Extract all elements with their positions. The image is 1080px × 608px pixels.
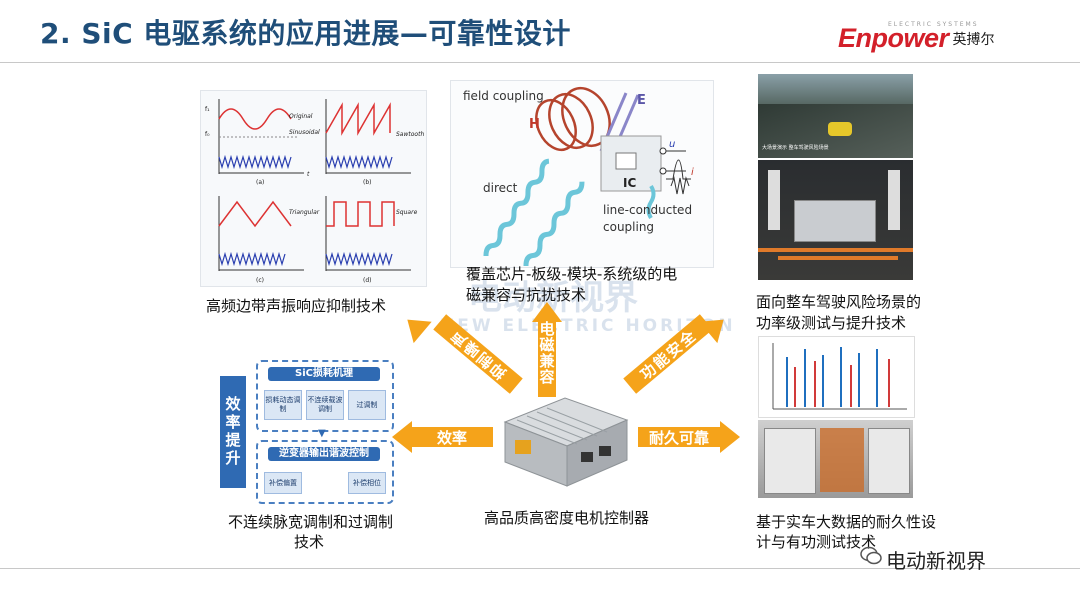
arrow-safety-head — [699, 308, 733, 344]
arrow-emc: 电磁兼容 — [538, 321, 556, 397]
test-cabinet-photo — [758, 420, 913, 498]
arrow-right-head — [720, 421, 740, 453]
durability-caption-line1: 基于实车大数据的耐久性设 — [756, 513, 937, 531]
arrow-efficiency: 效率 — [411, 427, 493, 447]
arrow-up-head — [532, 302, 562, 322]
page-title: 2. SiC 电驱系统的应用进展—可靠性设计 — [40, 17, 571, 50]
label-sawtooth: Sawtooth — [396, 131, 425, 138]
arrow-noise-head — [398, 308, 432, 344]
label-sub-a: (a) — [256, 179, 265, 186]
inverter-unit — [794, 200, 876, 242]
label-square: Square — [396, 209, 418, 216]
cell-offset-comp: 补偿偏置 — [264, 472, 302, 494]
label-direct: direct — [483, 181, 518, 195]
cell-overmodulation: 过调制 — [348, 390, 386, 420]
header-divider — [0, 62, 1080, 63]
rack-2 — [888, 170, 900, 230]
logo-tagline: ELECTRIC SYSTEMS — [888, 21, 979, 28]
label-u: u — [669, 139, 676, 150]
logo-wordmark: Enpower — [838, 23, 949, 53]
efficiency-bar: 效率提升 — [220, 376, 246, 488]
durability-caption-line2: 计与有功测试技术 — [756, 533, 877, 551]
waveform-diagram — [218, 99, 411, 271]
label-line-conducted: line-conducted — [603, 203, 693, 217]
logo-chinese-name: 英搏尔 — [952, 32, 995, 48]
watermark-en: NEW ELECTRIC HORIZON — [440, 316, 736, 336]
cable-2 — [778, 256, 898, 260]
cell-loss-dynamic: 损耗动态调制 — [264, 390, 302, 420]
durability-plot — [772, 343, 907, 410]
pwm-caption-line1: 不连续脉宽调制和过调制 — [228, 513, 394, 531]
sim-screen-text: 大场景演示 整车驾驶风险场景 — [762, 145, 829, 151]
label-H: H — [529, 117, 540, 132]
cabinet-left — [764, 428, 816, 494]
motor-controller-image — [495, 392, 635, 492]
rack-1 — [768, 170, 780, 230]
emc-caption-line2: 磁兼容与抗扰技术 — [466, 286, 587, 304]
waveform-figure: Original Sinusoidal Sawtooth Triangular … — [200, 90, 427, 287]
footer-divider — [0, 568, 1080, 569]
label-coupling: coupling — [603, 220, 655, 234]
axis-t: t — [307, 171, 310, 178]
label-sub-d: (d) — [363, 277, 372, 284]
cabinet-wiring — [820, 428, 864, 492]
sic-loss-heading: SiC损耗机理 — [268, 367, 380, 381]
waveform-caption: 高频边带声振响应抑制技术 — [206, 297, 387, 315]
enpower-logo: Enpower 英搏尔 — [838, 24, 995, 52]
durability-chart-image — [758, 336, 915, 418]
label-IC: IC — [623, 176, 637, 190]
cabinet-right — [868, 428, 910, 494]
driving-sim-photo: 大场景演示 整车驾驶风险场景 — [758, 74, 913, 158]
arrow-left-head — [392, 421, 412, 453]
emc-coupling-diagram — [483, 87, 691, 267]
arrow-durability: 耐久可靠 — [638, 427, 720, 447]
harmonic-control-box: 逆变器输出谐波控制 补偿偏置 补偿相位 — [256, 440, 394, 504]
axis-f0: f₀ — [205, 131, 210, 138]
harmonic-heading: 逆变器输出谐波控制 — [268, 447, 380, 461]
cable-1 — [758, 248, 913, 252]
arrow-emc-label: 电磁兼容 — [537, 321, 556, 385]
down-arrow-icon: ▼ — [318, 428, 326, 439]
label-sinusoidal: Sinusoidal — [289, 129, 320, 136]
emc-figure: field coupling H E IC u i direct line-co… — [450, 80, 714, 268]
label-field-coupling: field coupling — [463, 89, 544, 103]
pwm-caption-line2: 技术 — [294, 533, 325, 551]
emc-caption-line1: 覆盖芯片-板级-模块-系统级的电 — [466, 265, 678, 283]
axis-f1: f₁ — [205, 106, 210, 113]
power-test-rig-photo — [758, 160, 913, 280]
footer-brand: 电动新视界 — [886, 549, 986, 573]
label-sub-c: (c) — [256, 277, 264, 284]
label-E: E — [637, 93, 646, 108]
controller-caption: 高品质高密度电机控制器 — [484, 509, 650, 527]
label-original: Original — [289, 113, 313, 120]
safety-caption-line1: 面向整车驾驶风险场景的 — [756, 293, 922, 311]
label-triangular: Triangular — [289, 209, 320, 216]
label-sub-b: (b) — [363, 179, 372, 186]
label-i: i — [691, 167, 694, 178]
safety-caption-line2: 功率级测试与提升技术 — [756, 314, 907, 332]
cell-discontinuous: 不连续载波调制 — [306, 390, 344, 420]
cell-phase-comp: 补偿相位 — [348, 472, 386, 494]
controller-drawing — [503, 397, 629, 487]
wechat-icon — [860, 545, 882, 567]
sic-loss-box: SiC损耗机理 损耗动态调制 不连续载波调制 过调制 — [256, 360, 394, 432]
yellow-car — [828, 122, 852, 136]
